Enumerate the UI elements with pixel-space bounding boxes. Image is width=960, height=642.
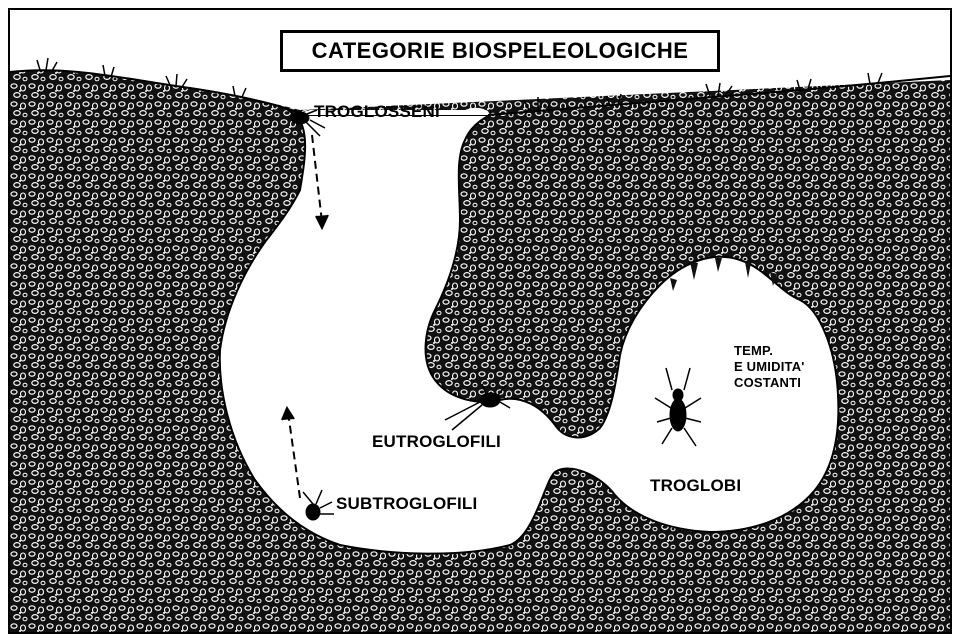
label-conditions: TEMP. E UMIDITA' COSTANTI (734, 343, 805, 391)
title-box: CATEGORIE BIOSPELEOLOGICHE (280, 30, 720, 72)
label-troglosseni: TROGLOSSENI (314, 102, 440, 122)
conditions-line-2: E UMIDITA' (734, 359, 805, 375)
conditions-line-3: COSTANTI (734, 375, 805, 391)
label-subtroglofili: SUBTROGLOFILI (336, 494, 477, 514)
label-eutroglofili: EUTROGLOFILI (372, 432, 501, 452)
diagram-frame: CATEGORIE BIOSPELEOLOGICHE TROGLOSSENI E… (8, 8, 952, 634)
cave-cross-section (10, 10, 952, 634)
conditions-line-1: TEMP. (734, 343, 805, 359)
label-troglobi: TROGLOBI (650, 476, 741, 496)
diagram-title: CATEGORIE BIOSPELEOLOGICHE (312, 38, 689, 64)
